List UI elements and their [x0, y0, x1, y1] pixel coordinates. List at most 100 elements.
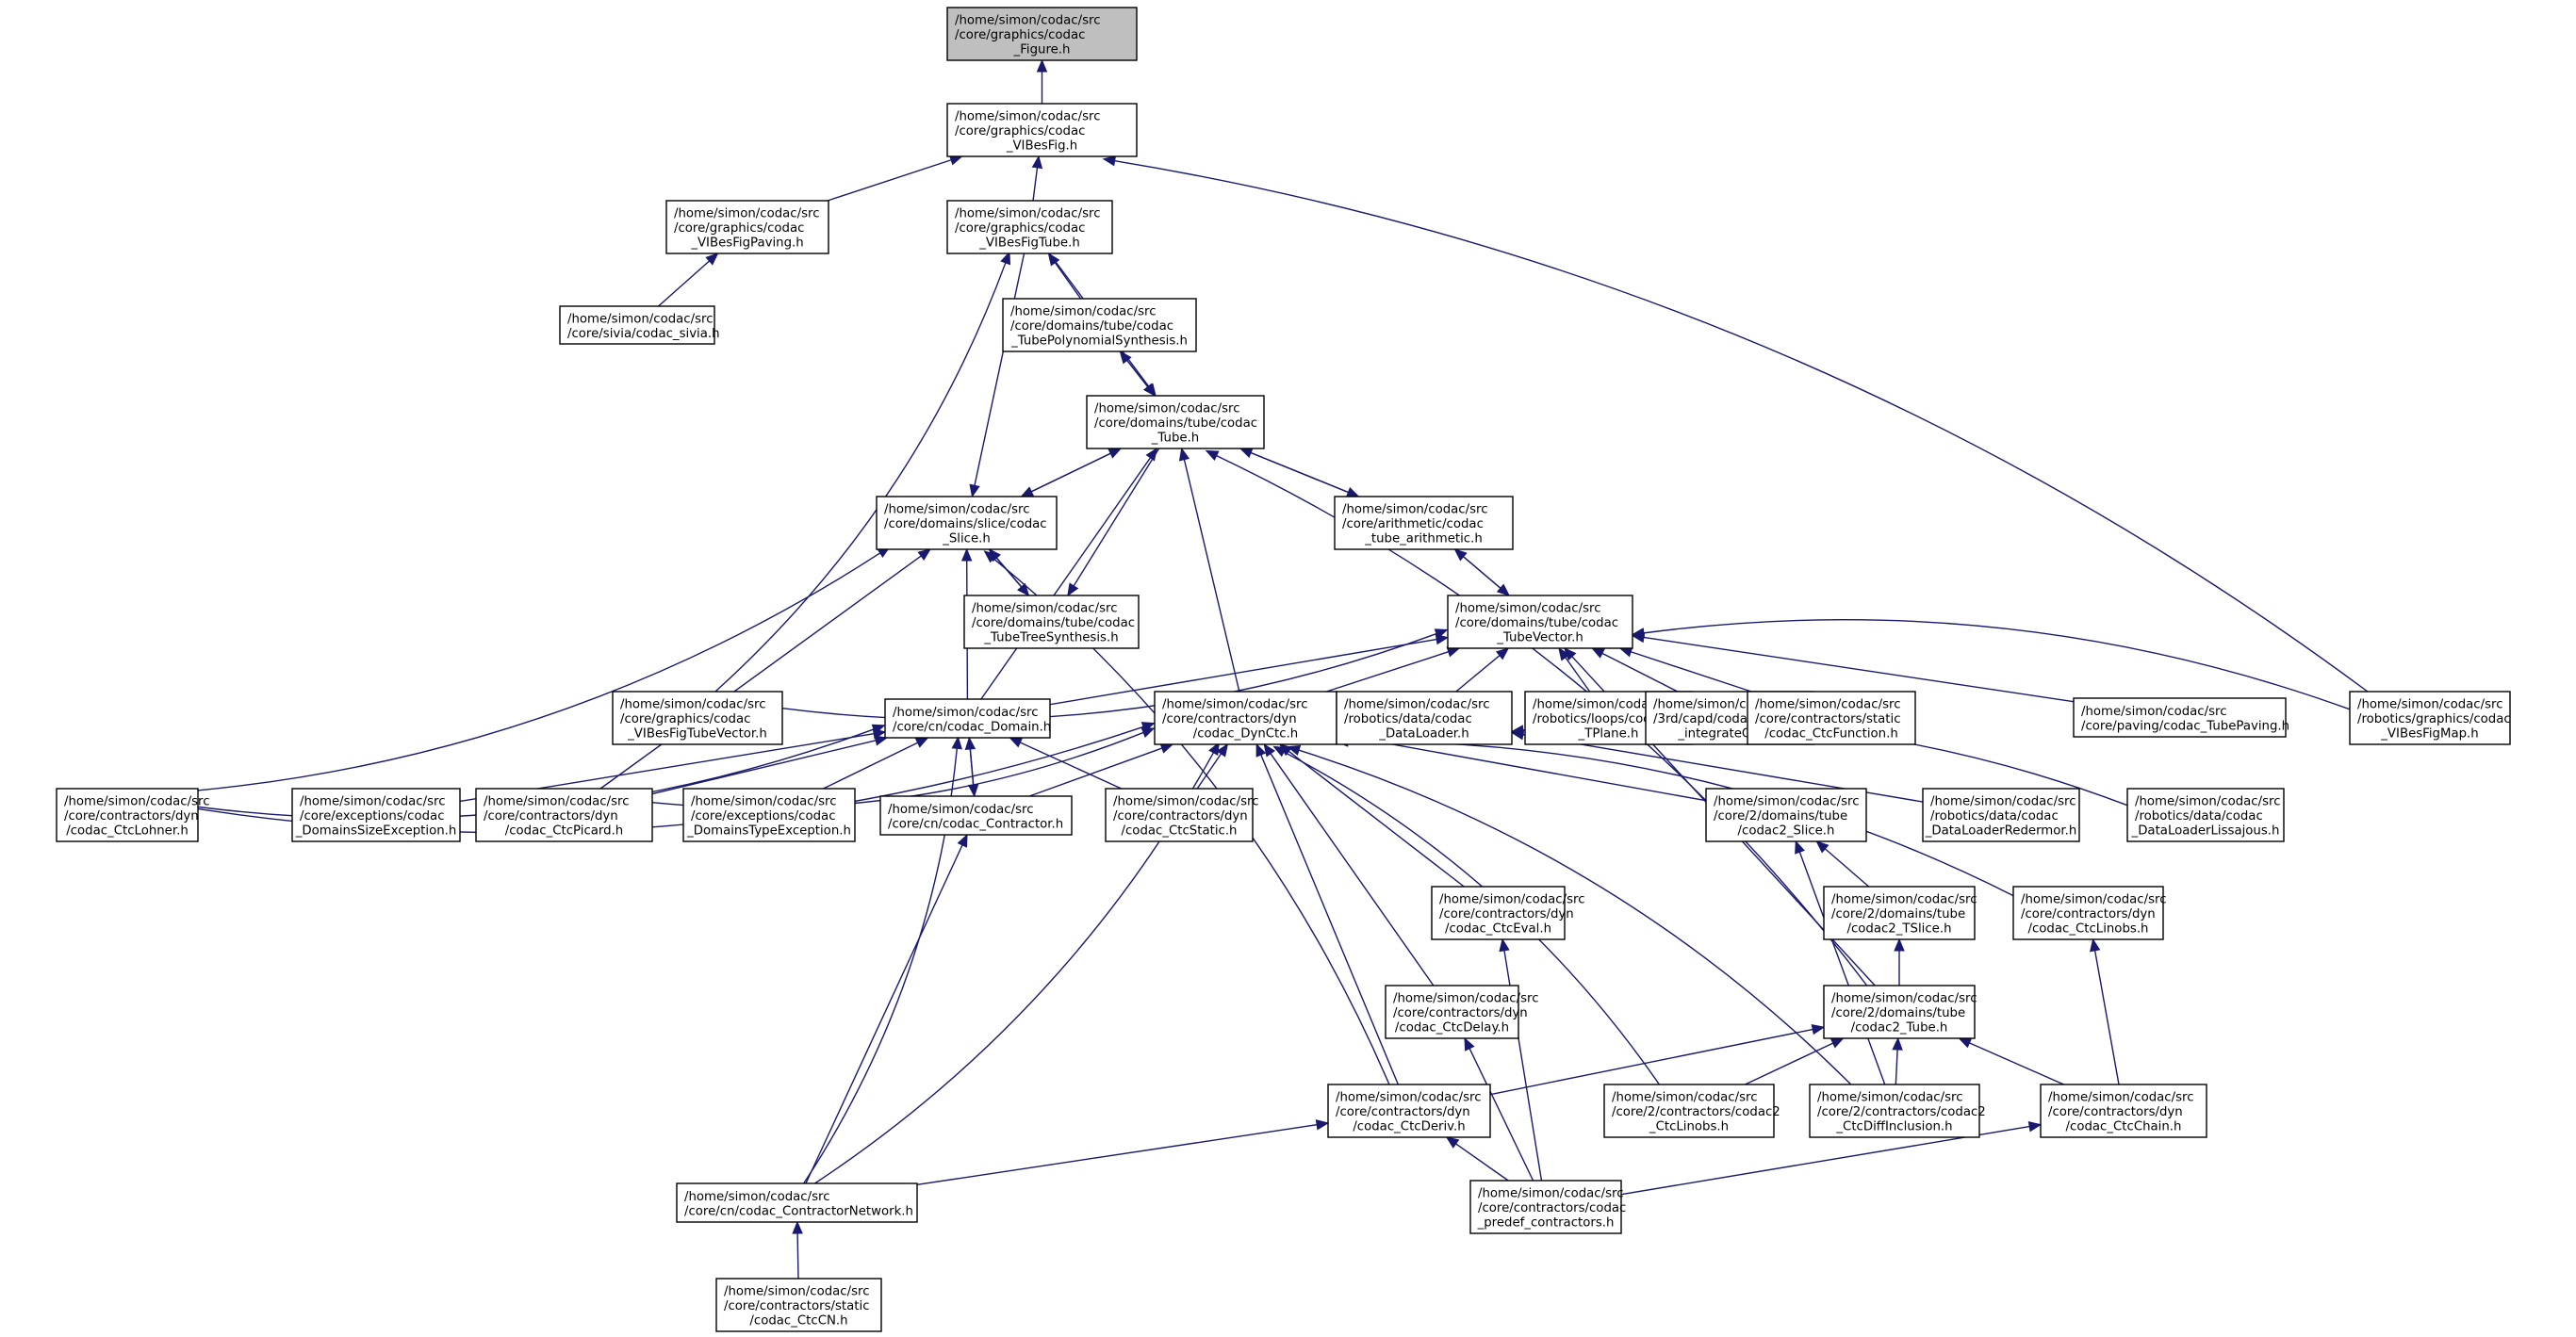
edge-line	[1824, 848, 1870, 888]
node-ctc-delay[interactable]: /home/simon/codac/src/core/contractors/d…	[1385, 985, 1539, 1039]
node-box	[2012, 886, 2164, 940]
node-dllissajous[interactable]: /home/simon/codac/src/robotics/data/coda…	[2126, 788, 2285, 842]
node-sivia[interactable]: /home/simon/codac/src/core/sivia/codac_s…	[559, 305, 720, 345]
edge-ctc-cn-to-cn	[792, 1220, 803, 1280]
node-vibes-fig-tube[interactable]: /home/simon/codac/src/core/graphics/coda…	[946, 200, 1113, 254]
node-dom-size-exc[interactable]: /home/simon/codac/src/core/exceptions/co…	[291, 788, 461, 842]
node-label-line: /codac2_TSlice.h	[1846, 922, 1951, 937]
node-box	[682, 788, 856, 842]
node-ctc-deriv[interactable]: /home/simon/codac/src/core/contractors/d…	[1327, 1084, 1491, 1138]
node-tube-vector[interactable]: /home/simon/codac/src/core/domains/tube/…	[1447, 595, 1633, 649]
node-ctc-static[interactable]: /home/simon/codac/src/core/contractors/d…	[1105, 788, 1259, 842]
edge-line	[1030, 448, 1122, 493]
arrowhead-icon	[1287, 744, 1302, 756]
node-box	[1154, 691, 1337, 745]
edge-vibes-fig-tube-to-vibes-fig	[1031, 155, 1043, 202]
node-vibes-fig[interactable]: /home/simon/codac/src/core/graphics/coda…	[946, 103, 1138, 157]
edge-line	[1643, 636, 2075, 703]
node-label-line: /home/simon/codac/src	[484, 795, 630, 809]
node-dlredermor[interactable]: /home/simon/codac/src/robotics/data/coda…	[1922, 788, 2080, 842]
node-ctc-cn[interactable]: /home/simon/codac/src/core/contractors/s…	[715, 1278, 882, 1332]
node-figure[interactable]: /home/simon/codac/src/core/graphics/coda…	[946, 7, 1138, 61]
arrowhead-icon	[1272, 745, 1288, 758]
node-vibes-fig-paving[interactable]: /home/simon/codac/src/core/graphics/coda…	[665, 200, 829, 254]
node-tube-poly-synth[interactable]: /home/simon/codac/src/core/domains/tube/…	[1002, 298, 1197, 352]
node-tube[interactable]: /home/simon/codac/src/core/domains/tube/…	[1086, 395, 1265, 449]
node-box	[1327, 1084, 1491, 1138]
node-ctc-lohner[interactable]: /home/simon/codac/src/core/contractors/d…	[56, 788, 210, 842]
arrowhead-icon	[1216, 742, 1229, 758]
node-label-line: /core/contractors/dyn	[1113, 809, 1248, 823]
node-slice[interactable]: /home/simon/codac/src/core/domains/slice…	[876, 496, 1058, 550]
node-label-line: /home/simon/codac/src	[2081, 705, 2227, 719]
node-label-line: /core/paving/codac_TubePaving.h	[2081, 719, 2289, 733]
node-label-line: /core/cn/codac_ContractorNetwork.h	[684, 1204, 913, 1218]
node-c2-ctc-diff-incl[interactable]: /home/simon/codac/src/core/2/contractors…	[1809, 1084, 1986, 1138]
node-tube-arith[interactable]: /home/simon/codac/src/core/arithmetic/co…	[1334, 496, 1514, 550]
node-dyn-ctc[interactable]: /home/simon/codac/src/core/contractors/d…	[1154, 691, 1337, 745]
arrowhead-icon	[969, 483, 980, 498]
node-label-line: /core/arithmetic/codac	[1342, 517, 1484, 531]
edge-vibes-fig-tube-vector-to-vibes-fig-tube	[714, 251, 1011, 693]
node-label-line: _DataLoader.h	[1378, 727, 1468, 742]
node-label-line: /robotics/data/codac	[1930, 809, 2059, 823]
edge-data-loader-to-tube-vector	[1455, 647, 1510, 693]
arrowhead-icon	[1445, 1136, 1460, 1149]
arrowhead-icon	[1031, 155, 1043, 170]
node-domain[interactable]: /home/simon/codac/src/core/cn/codac_Doma…	[884, 698, 1051, 739]
node-label-line: /core/2/contractors/codac2	[1612, 1105, 1780, 1119]
node-c2-ctc-linobs[interactable]: /home/simon/codac/src/core/2/contractors…	[1603, 1084, 1780, 1138]
node-label-line: /core/contractors/static	[724, 1299, 870, 1313]
node-label-line: /core/exceptions/codac	[300, 809, 445, 823]
edge-line	[1745, 1042, 1833, 1085]
node-label-line: /core/2/domains/tube	[1831, 907, 1965, 921]
node-box	[1336, 691, 1513, 745]
node-box	[2040, 1084, 2207, 1138]
node-predef[interactable]: /home/simon/codac/src/core/contractors/c…	[1469, 1180, 1626, 1234]
edge-line	[714, 262, 1007, 693]
node-c2-tube[interactable]: /home/simon/codac/src/core/2/domains/tub…	[1823, 985, 1977, 1039]
arrowhead-icon	[705, 253, 719, 266]
node-ctc-eval[interactable]: /home/simon/codac/src/core/contractors/d…	[1431, 886, 1585, 940]
node-label-line: /home/simon/codac/src	[1439, 893, 1585, 907]
node-ctc-function[interactable]: /home/simon/codac/src/core/contractors/s…	[1747, 691, 1916, 745]
edge-domain-to-tube	[980, 447, 1158, 700]
node-label-line: _TubeTreeSynthesis.h	[983, 631, 1118, 645]
arrowhead-icon	[1958, 1037, 1973, 1049]
node-tube-paving[interactable]: /home/simon/codac/src/core/paving/codac_…	[2073, 697, 2289, 738]
arrowhead-icon	[983, 550, 997, 563]
node-ctc-picard[interactable]: /home/simon/codac/src/core/contractors/d…	[475, 788, 653, 842]
node-dom-type-exc[interactable]: /home/simon/codac/src/core/exceptions/co…	[682, 788, 856, 842]
node-vibes-fig-map[interactable]: /home/simon/codac/src/robotics/graphics/…	[2349, 691, 2511, 745]
arrowhead-icon	[1263, 742, 1276, 758]
node-box	[946, 7, 1138, 61]
node-ctc-linobs[interactable]: /home/simon/codac/src/core/contractors/d…	[2012, 886, 2167, 940]
node-vibes-fig-tube-vector[interactable]: /home/simon/codac/src/core/graphics/coda…	[612, 691, 783, 745]
node-c2-slice[interactable]: /home/simon/codac/src/core/2/domains/tub…	[1705, 788, 1867, 842]
node-label-line: /home/simon/codac/src	[893, 706, 1039, 720]
edge-line	[1260, 754, 1399, 1085]
node-label-line: _CtcLinobs.h	[1649, 1120, 1729, 1134]
arrowhead-icon	[1020, 486, 1035, 497]
node-c2-tslice[interactable]: /home/simon/codac/src/core/2/domains/tub…	[1823, 886, 1977, 940]
edge-predef-to-ctc-eval	[1499, 938, 1543, 1182]
edge-line	[1798, 852, 1886, 1085]
edge-domain-to-tube-vector	[1049, 633, 1450, 706]
node-box	[1105, 788, 1254, 842]
node-tube-tree-synth[interactable]: /home/simon/codac/src/core/domains/tube/…	[963, 595, 1140, 649]
edge-line	[1601, 652, 1679, 693]
edge-vibes-fig-paving-to-vibes-fig	[827, 155, 963, 202]
node-cn[interactable]: /home/simon/codac/src/core/cn/codac_Cont…	[676, 1182, 918, 1223]
edge-line	[1631, 651, 1752, 693]
node-ctc-chain[interactable]: /home/simon/codac/src/core/contractors/d…	[2040, 1084, 2207, 1138]
edge-sivia-to-vibes-fig-paving	[658, 253, 719, 307]
node-contractor[interactable]: /home/simon/codac/src/core/cn/codac_Cont…	[879, 795, 1073, 836]
node-label-line: /home/simon/codac/src	[567, 312, 714, 326]
edge-line	[1049, 638, 1437, 706]
arrowhead-icon	[1102, 155, 1117, 167]
node-label-line: _TubePolynomialSynthesis.h	[1010, 334, 1188, 349]
edge-line	[1239, 448, 1349, 494]
node-label-line: /home/simon/codac/src	[2021, 893, 2167, 907]
node-box	[1603, 1084, 1775, 1138]
node-data-loader[interactable]: /home/simon/codac/src/robotics/data/coda…	[1336, 691, 1513, 745]
